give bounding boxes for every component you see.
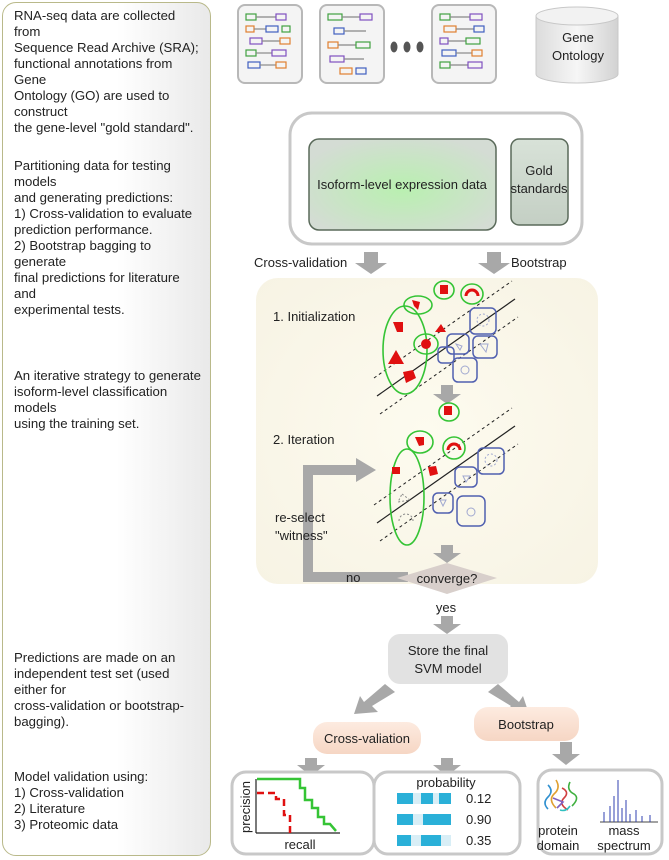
mass-label-line1: mass: [608, 823, 640, 838]
probability-header: probability: [416, 775, 476, 790]
iteration-region: [256, 278, 598, 584]
precision-axis-label: precision: [238, 781, 253, 833]
bootstrap-branch-label: Bootstrap: [498, 717, 554, 732]
step4-description: Predictions are made on an independent t…: [14, 650, 185, 729]
to-converge-arrow: [433, 545, 461, 563]
database-label-line2: Ontology: [552, 48, 605, 63]
protein-label-line1: protein: [538, 823, 578, 838]
bootstrap-branch: [474, 707, 579, 741]
cross-validation-label: Cross-validation: [254, 255, 347, 270]
yes-label: yes: [436, 600, 457, 615]
precision-recall-panel: precision recall: [230, 770, 376, 856]
recall-axis-label: recall: [284, 837, 315, 852]
prob-row-3: [397, 835, 451, 846]
step1-description: RNA-seq data are collected from Sequence…: [14, 8, 199, 135]
final-model-box: [388, 634, 508, 684]
rnaseq-thumbnail-2: [319, 4, 385, 84]
proteomic-panel: protein domain mass spectrum: [536, 768, 664, 856]
split-arrows: [355, 252, 510, 274]
gold-standards-box: [510, 138, 569, 226]
cross-branch-label: Cross-valiation: [324, 731, 410, 746]
gene-ontology-database: Gene Ontology: [535, 6, 619, 84]
mass-label-line2: spectrum: [597, 838, 650, 853]
step5-description: Model validation using: 1) Cross-validat…: [14, 769, 149, 832]
to-model-arrow: [433, 616, 461, 634]
data-container: Isoform-level expression data Gold stand…: [288, 111, 584, 246]
red-pr-curve: [257, 791, 292, 833]
database-label-line1: Gene: [562, 30, 594, 45]
reselect-loop-arrow: [303, 458, 408, 582]
converge-label: converge?: [417, 571, 478, 586]
reselect-label-line1: re-select: [275, 510, 325, 525]
iteration-arrow: [433, 385, 461, 404]
final-model-line2: SVM model: [414, 661, 481, 676]
no-label: no: [346, 570, 360, 585]
cross-validation-branch: [313, 722, 421, 754]
rnaseq-thumbnail-1: [237, 4, 303, 84]
rnaseq-thumbnail-3: [431, 4, 497, 84]
green-pr-curve: [257, 777, 337, 832]
final-model-line1: Store the final: [408, 643, 488, 658]
result-arrows: [297, 742, 580, 776]
mass-spectrum-image: [600, 780, 658, 823]
protein-structure-image: [544, 779, 578, 812]
gold-standards-label-line1: Gold: [525, 163, 552, 178]
expression-data-box: [308, 138, 497, 231]
expression-data-label: Isoform-level expression data: [317, 177, 488, 192]
iteration-label: 2. Iteration: [273, 432, 334, 447]
initialization-label: 1. Initialization: [273, 309, 355, 324]
branch-arrows: [354, 684, 529, 714]
probability-panel: probability 0.12 0.90 0.35: [372, 770, 522, 856]
svm-scatter-initialization: [373, 280, 519, 415]
bootstrap-label: Bootstrap: [511, 255, 567, 270]
ellipsis-dots: [390, 41, 424, 53]
reselect-label-line2: "witness": [275, 528, 328, 543]
probability-value-3: 0.35: [466, 833, 491, 848]
probability-value-2: 0.90: [466, 812, 491, 827]
protein-label-line2: domain: [537, 838, 580, 853]
description-panel: [2, 2, 211, 856]
gold-standards-label-line2: standards: [510, 181, 568, 196]
svm-scatter-iteration: [373, 402, 519, 546]
prob-row-1: [397, 793, 451, 804]
converge-diamond: [397, 563, 497, 594]
probability-value-1: 0.12: [466, 791, 491, 806]
step3-description: An iterative strategy to generate isofor…: [14, 368, 201, 431]
prob-row-2: [397, 814, 451, 825]
step2-description: Partitioning data for testing models and…: [14, 158, 193, 317]
